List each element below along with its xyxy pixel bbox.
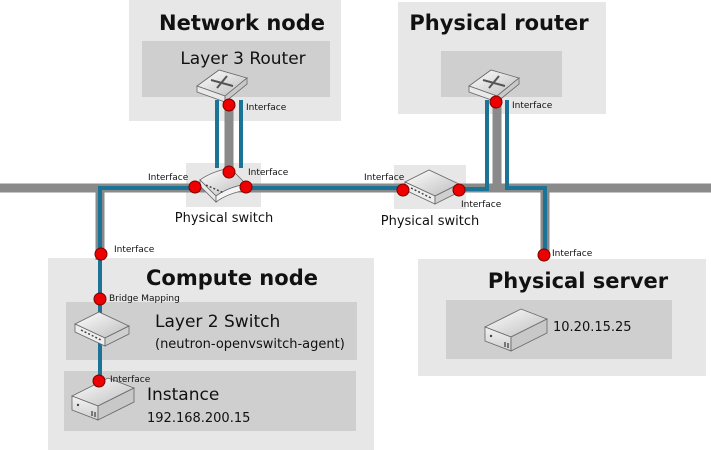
layer2-switch-icon bbox=[74, 311, 130, 347]
physical-router-title: Physical router bbox=[409, 11, 589, 35]
interface-label-physical-router: Interface bbox=[512, 101, 553, 111]
physical-switch-1-label: Physical switch bbox=[175, 211, 274, 226]
interface-dot-switch1-top[interactable] bbox=[222, 165, 236, 179]
interface-dot-instance[interactable] bbox=[92, 374, 106, 388]
interface-dot-physical-server[interactable] bbox=[537, 248, 551, 262]
layer2-switch-label: Layer 2 Switch bbox=[155, 312, 280, 332]
interface-label-switch2-right: Interface bbox=[461, 200, 502, 210]
physical-server-icon bbox=[484, 308, 548, 352]
tenant-link-lines bbox=[98, 100, 547, 381]
physical-switch-2-label: Physical switch bbox=[381, 214, 480, 229]
compute-node-box: Compute node Layer 2 Switch (neutron-ope… bbox=[48, 258, 374, 450]
interface-dot-switch2-right[interactable] bbox=[452, 183, 466, 197]
network-node-title: Network node bbox=[159, 11, 325, 35]
interface-label-compute-uplink: Interface bbox=[114, 245, 155, 255]
interface-label-physical-server: Interface bbox=[552, 249, 593, 259]
instance-label: Instance bbox=[147, 385, 219, 405]
interface-label-switch2-left: Interface bbox=[364, 173, 405, 183]
physical-server-title: Physical server bbox=[488, 269, 669, 293]
provider-network-line bbox=[0, 100, 711, 260]
interface-dot-switch1-right[interactable] bbox=[239, 180, 253, 194]
interface-dot-physical-router[interactable] bbox=[489, 95, 503, 109]
layer3-router-label: Layer 3 Router bbox=[180, 49, 305, 69]
network-node-box: Network node Layer 3 Router bbox=[129, 0, 341, 121]
layer2-switch-sublabel: (neutron-openvswitch-agent) bbox=[155, 337, 345, 352]
interface-dot-switch2-left[interactable] bbox=[396, 183, 410, 197]
interface-dot-compute-uplink[interactable] bbox=[94, 247, 108, 261]
compute-node-title: Compute node bbox=[146, 266, 318, 290]
interface-dot-switch1-left[interactable] bbox=[188, 180, 202, 194]
interface-label-network-router: Interface bbox=[246, 103, 287, 113]
physical-server-ip: 10.20.15.25 bbox=[553, 320, 632, 335]
interface-label-instance: Interface bbox=[110, 375, 151, 385]
instance-ip: 192.168.200.15 bbox=[147, 411, 250, 426]
physical-server-box: Physical server 10.20.15.25 bbox=[418, 259, 706, 376]
instance-server-icon bbox=[71, 377, 135, 421]
interface-dot-bridge-mapping[interactable] bbox=[93, 292, 107, 306]
physical-router-icon bbox=[468, 69, 520, 103]
layer3-router-icon bbox=[196, 69, 248, 103]
interface-label-bridge-mapping: Bridge Mapping bbox=[109, 294, 180, 304]
interface-label-switch1-right: Interface bbox=[248, 168, 289, 178]
interface-dot-network-router[interactable] bbox=[222, 98, 236, 112]
interface-label-switch1-left: Interface bbox=[148, 173, 189, 183]
